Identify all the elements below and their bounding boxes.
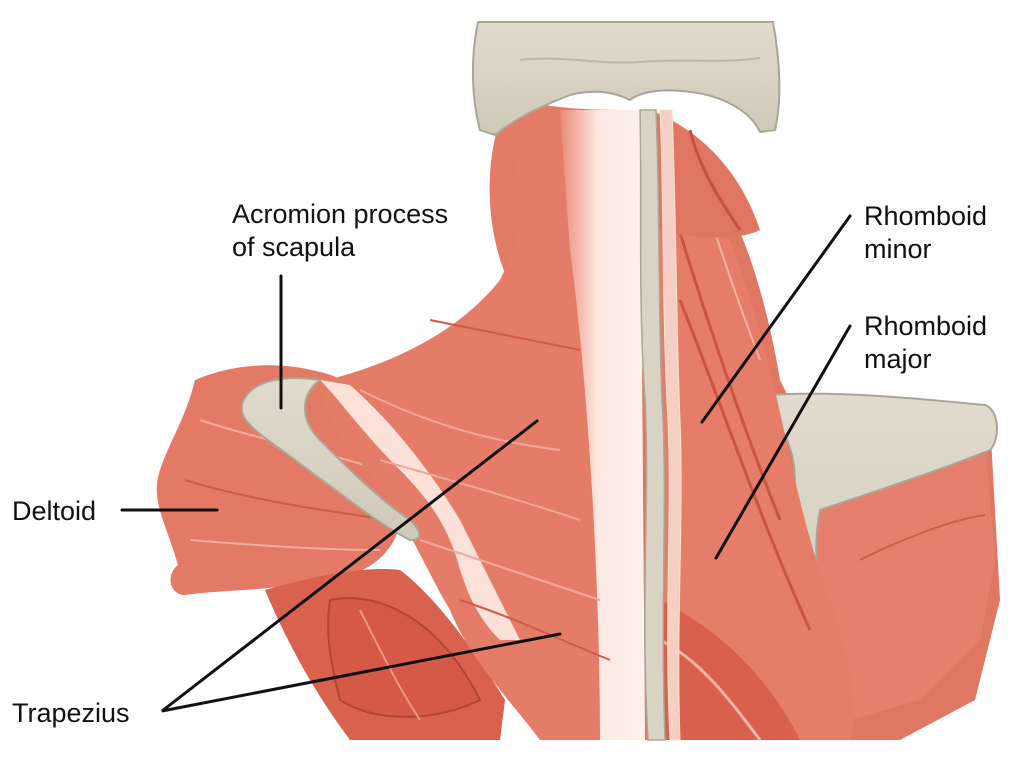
infraspinatus-muscle bbox=[265, 569, 505, 740]
label-rhomboid-major: Rhomboid major bbox=[864, 310, 987, 376]
rhomboid-major-label-line2: major bbox=[864, 344, 932, 374]
rhomboid-minor-leader-line bbox=[700, 214, 852, 424]
deltoid-label-text: Deltoid bbox=[12, 496, 97, 526]
acromion-label-line2: of scapula bbox=[232, 232, 356, 262]
acromion-process bbox=[240, 377, 421, 542]
rhomboid-minor-label-line1: Rhomboid bbox=[864, 201, 988, 231]
rhomboid-major-label-line1: Rhomboid bbox=[864, 311, 988, 341]
label-acromion-process: Acromion process of scapula bbox=[232, 198, 448, 264]
rhomboid-minor-label-line2: minor bbox=[864, 234, 932, 264]
trapezius-label-text: Trapezius bbox=[12, 698, 130, 728]
label-deltoid: Deltoid bbox=[12, 495, 96, 528]
skull-base bbox=[471, 21, 781, 137]
rhomboid-major-leader-line bbox=[714, 324, 852, 560]
trapezius-muscle bbox=[320, 100, 645, 740]
leader-lines bbox=[120, 214, 852, 713]
trapezius-leader-line bbox=[161, 419, 562, 713]
vertebral-column bbox=[639, 109, 682, 741]
acromion-label-line1: Acromion process bbox=[232, 199, 449, 229]
label-rhomboid-minor: Rhomboid minor bbox=[864, 200, 987, 266]
label-trapezius: Trapezius bbox=[12, 697, 130, 730]
